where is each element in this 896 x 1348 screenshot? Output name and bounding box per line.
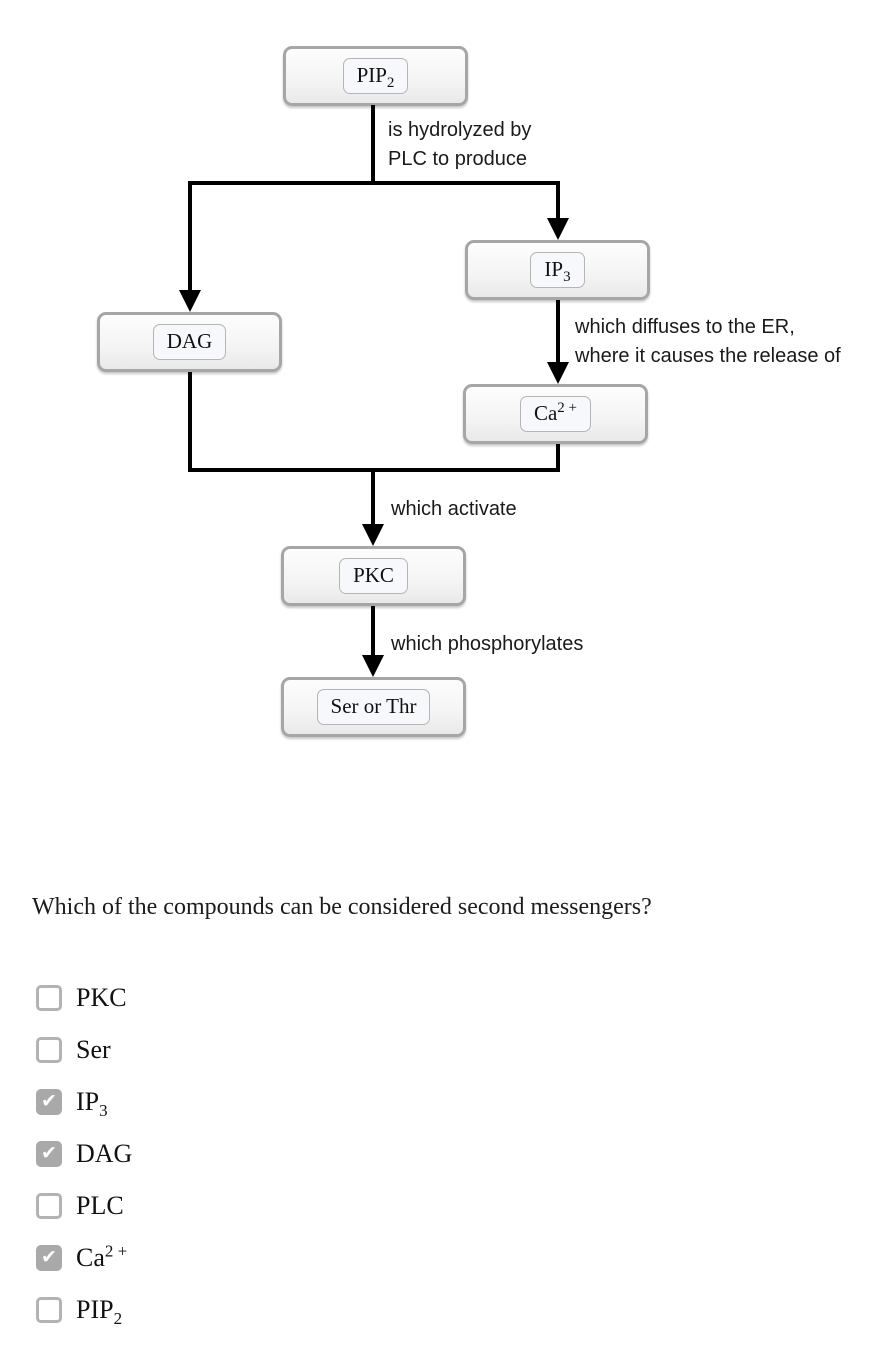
arrow-to-ip3-icon bbox=[547, 218, 569, 240]
node-ser-thr: Ser or Thr bbox=[281, 677, 466, 737]
option-label-ca[interactable]: Ca2 + bbox=[76, 1241, 128, 1272]
check-icon: ✔ bbox=[41, 1141, 57, 1164]
option-row-plc: ✔ PLC bbox=[36, 1192, 124, 1220]
edge-to-ip3 bbox=[556, 181, 560, 219]
option-row-ser: ✔ Ser bbox=[36, 1036, 111, 1064]
option-label-pip2[interactable]: PIP2 bbox=[76, 1295, 123, 1329]
node-pip2-label: PIP2 bbox=[342, 57, 409, 95]
option-label-plc[interactable]: PLC bbox=[76, 1191, 124, 1220]
edge-label-phosphorylates: which phosphorylates bbox=[391, 633, 584, 655]
arrow-to-dag-icon bbox=[179, 290, 201, 312]
node-ca-label: Ca2 + bbox=[519, 395, 592, 433]
option-label-pkc[interactable]: PKC bbox=[76, 983, 127, 1012]
node-dag-label: DAG bbox=[152, 323, 227, 361]
arrow-to-ca-icon bbox=[547, 362, 569, 384]
option-row-dag: ✔ DAG bbox=[36, 1140, 132, 1168]
checkbox-dag[interactable]: ✔ bbox=[36, 1141, 62, 1167]
node-ip3-label: IP3 bbox=[530, 251, 585, 289]
check-icon: ✔ bbox=[41, 1089, 57, 1112]
option-row-ip3: ✔ IP3 bbox=[36, 1087, 108, 1121]
option-row-pkc: ✔ PKC bbox=[36, 984, 127, 1012]
edge-ip3-to-ca bbox=[556, 300, 560, 363]
check-icon: ✔ bbox=[41, 1245, 57, 1268]
option-label-ip3[interactable]: IP3 bbox=[76, 1087, 108, 1121]
node-pkc: PKC bbox=[281, 546, 466, 606]
checkbox-pip2[interactable]: ✔ bbox=[36, 1297, 62, 1323]
checkbox-ser[interactable]: ✔ bbox=[36, 1037, 62, 1063]
edge-dag-down bbox=[188, 372, 192, 472]
option-row-ca: ✔ Ca2 + bbox=[36, 1241, 128, 1272]
node-pkc-label: PKC bbox=[339, 557, 408, 595]
edge-branch-top bbox=[188, 181, 560, 185]
question-text: Which of the compounds can be considered… bbox=[32, 894, 652, 920]
checkbox-ca[interactable]: ✔ bbox=[36, 1245, 62, 1271]
edge-pip2-down bbox=[371, 105, 375, 185]
arrow-to-ser-icon bbox=[362, 655, 384, 677]
checkbox-plc[interactable]: ✔ bbox=[36, 1193, 62, 1219]
option-row-pip2: ✔ PIP2 bbox=[36, 1295, 123, 1329]
checkbox-pkc[interactable]: ✔ bbox=[36, 985, 62, 1011]
option-label-dag[interactable]: DAG bbox=[76, 1139, 133, 1168]
option-label-ser[interactable]: Ser bbox=[76, 1035, 111, 1064]
arrow-to-pkc-icon bbox=[362, 524, 384, 546]
edge-to-dag bbox=[188, 181, 192, 291]
node-dag: DAG bbox=[97, 312, 282, 372]
edge-label-diffuses: which diffuses to the ER, where it cause… bbox=[575, 316, 841, 367]
node-ser-thr-label: Ser or Thr bbox=[316, 688, 431, 726]
node-pip2: PIP2 bbox=[283, 46, 468, 106]
edge-pkc-to-ser bbox=[371, 606, 375, 656]
node-ip3: IP3 bbox=[465, 240, 650, 300]
edge-label-activate: which activate bbox=[391, 498, 517, 520]
node-ca: Ca2 + bbox=[463, 384, 648, 444]
edge-to-pkc bbox=[371, 468, 375, 525]
checkbox-ip3[interactable]: ✔ bbox=[36, 1089, 62, 1115]
edge-label-hydrolyzed: is hydrolyzed by PLC to produce bbox=[388, 119, 532, 170]
edge-ca-down bbox=[556, 444, 560, 472]
